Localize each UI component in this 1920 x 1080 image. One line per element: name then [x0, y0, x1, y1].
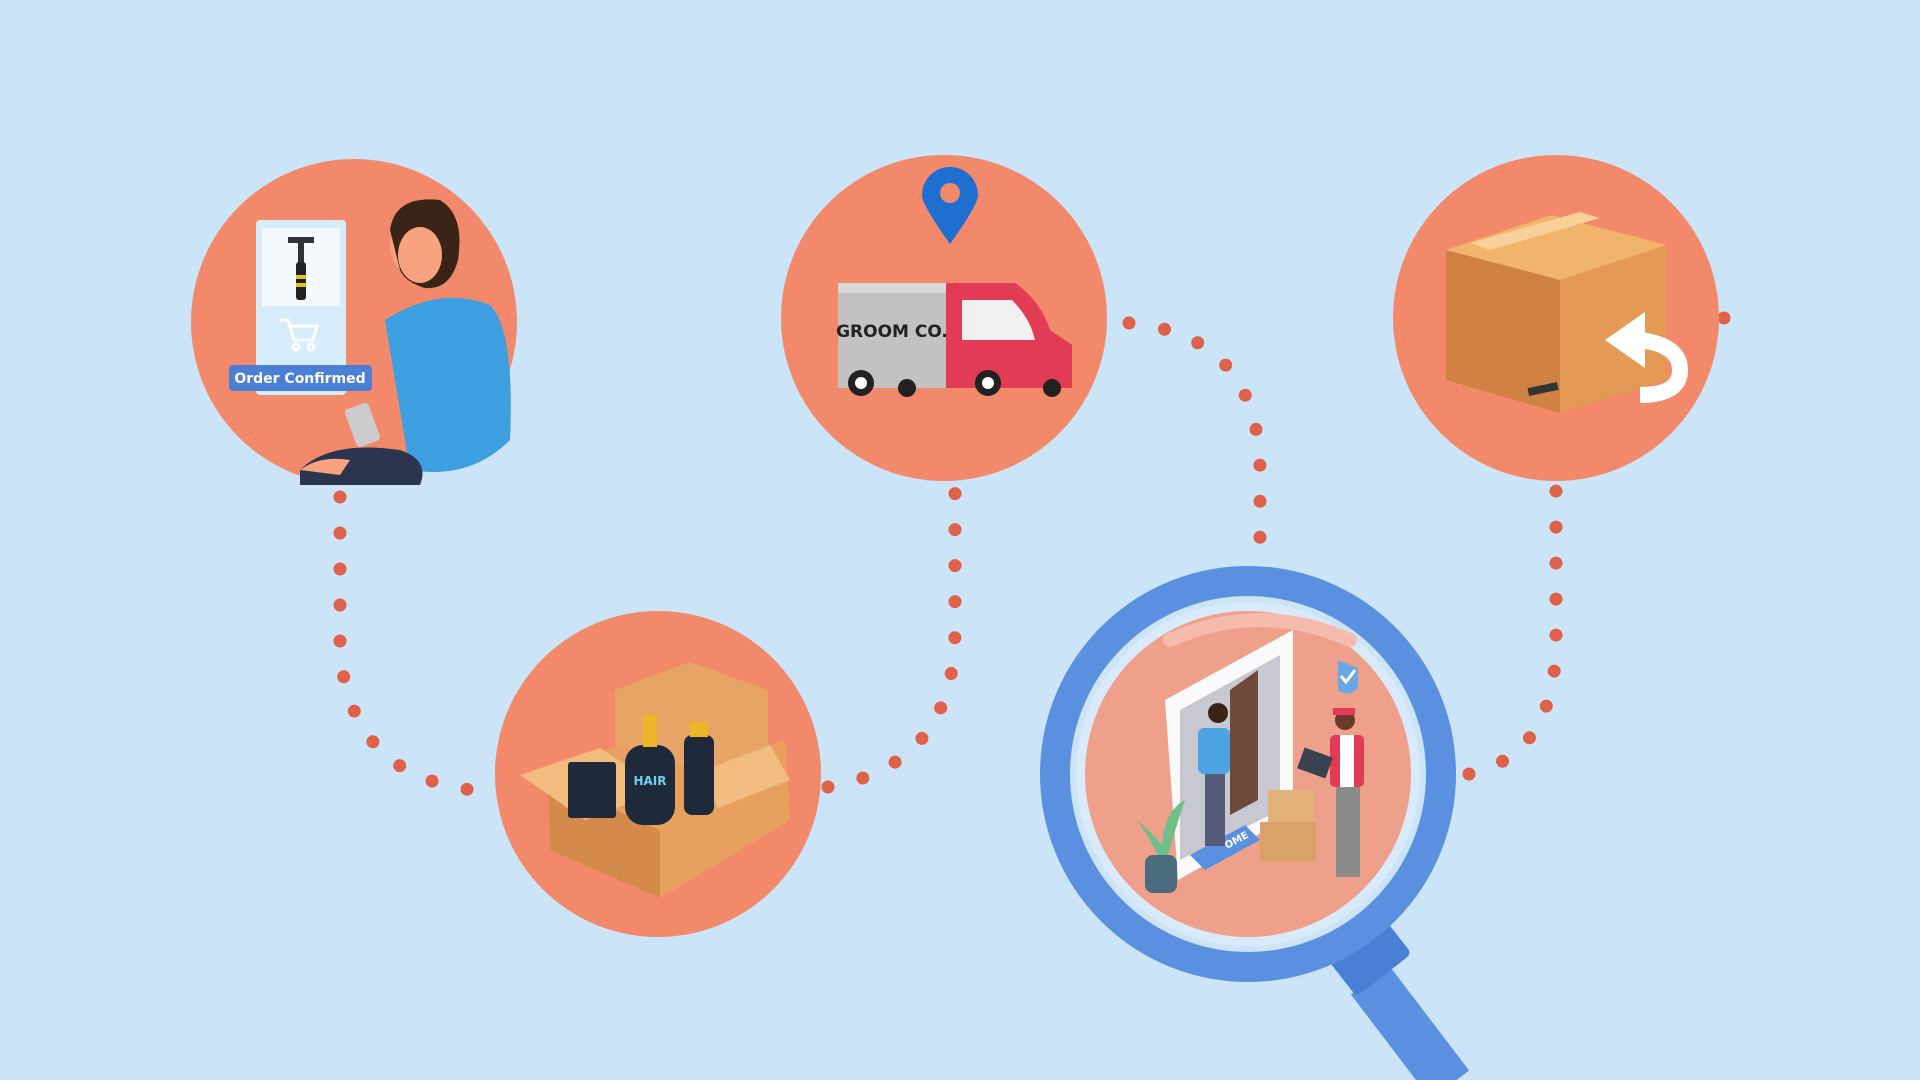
cart-icon [280, 318, 319, 352]
step-shipping: GROOM CO. [781, 155, 1107, 481]
magnifier-icon [1040, 566, 1456, 982]
step-order-confirmed: Order Confirmed [191, 159, 517, 485]
location-pin-icon [922, 167, 978, 244]
razor-icon [288, 237, 314, 300]
connector-delivery-to-returns [1462, 483, 1563, 781]
step-packing: HAIR [495, 611, 821, 937]
connector-order-to-packing [333, 490, 479, 797]
step-returns [1393, 155, 1719, 481]
box-icon [1446, 212, 1667, 413]
truck-icon: GROOM CO. [836, 283, 1072, 397]
courier-icon [1260, 708, 1364, 877]
connector-packing-to-shipping [821, 483, 962, 794]
order-confirmed-badge [229, 365, 372, 391]
product-label: HAIR [633, 774, 666, 788]
man-with-phone [300, 199, 511, 485]
magnifier-handle [1350, 965, 1470, 1080]
customer-figure [1198, 703, 1230, 846]
plant-icon [1130, 800, 1185, 893]
order-confirmed-label: Order Confirmed [234, 371, 365, 387]
truck-brand-label: GROOM CO. [836, 322, 948, 342]
return-arrow-icon [1605, 312, 1689, 403]
step-delivery: OME [1040, 566, 1470, 1080]
bottle-icon: HAIR [568, 715, 714, 825]
connector-shipping-to-delivery [1122, 316, 1267, 617]
shield-check-icon [1338, 660, 1358, 694]
